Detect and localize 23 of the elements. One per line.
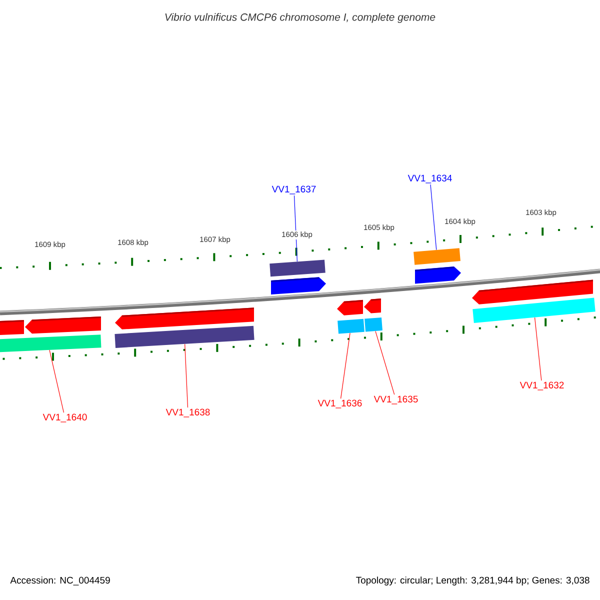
gene-bar (114, 326, 254, 348)
gene-bar (472, 298, 596, 324)
leader-line (375, 330, 395, 395)
footer-text: Topology: circular; Length: 3,281,944 bp; Genes: 3,038 (356, 576, 590, 586)
footer-text: Accession: NC_004459 (10, 576, 110, 586)
gene-bar (0, 334, 102, 352)
leader-line (430, 184, 437, 250)
gene-bar (364, 317, 382, 332)
gene-label: VV1_1632 (520, 382, 564, 390)
gene-label: VV1_1636 (318, 400, 362, 408)
gene-label: VV1_1635 (374, 396, 418, 404)
gene-label: VV1_1640 (42, 414, 87, 422)
gene-label: VV1_1637 (272, 186, 316, 194)
leader-line (49, 350, 64, 413)
gene-bar (270, 260, 326, 277)
gene-label: VV1_1638 (166, 408, 210, 418)
gene-label: VV1_1634 (408, 174, 452, 184)
title: Vibrio vulnificus CMCP6 chromosome I, complete genome (165, 13, 436, 23)
leader-line (534, 317, 542, 381)
leader-line (340, 332, 350, 399)
leader-line (184, 344, 188, 408)
gene-bar (338, 318, 364, 334)
gene-bar (414, 248, 460, 265)
